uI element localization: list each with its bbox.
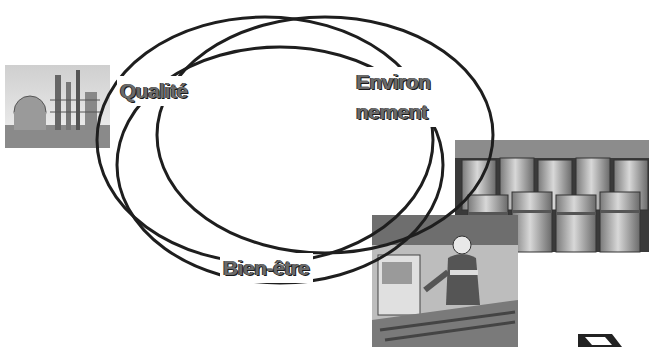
region-label: Bien-être bbox=[220, 253, 313, 283]
region-label: Qualité bbox=[117, 76, 191, 106]
ellipse-outline bbox=[95, 15, 435, 265]
worker-photo bbox=[372, 215, 518, 347]
refinery-photo bbox=[5, 65, 110, 148]
ellipse-region: Qualité bbox=[95, 15, 435, 265]
region-label: Environ nement bbox=[353, 67, 455, 127]
corner-arrow-icon bbox=[578, 334, 622, 347]
